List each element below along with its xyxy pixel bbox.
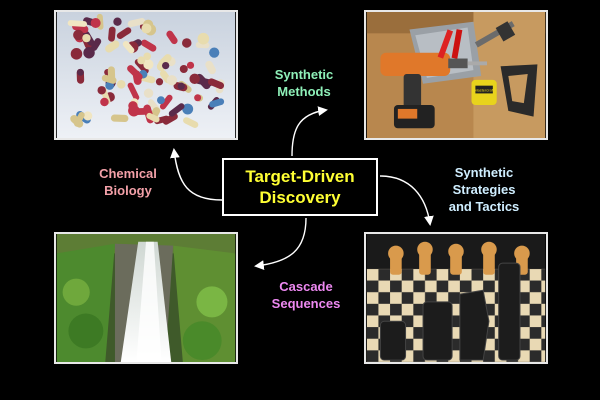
pill (76, 68, 84, 76)
pill (182, 38, 192, 48)
pill (70, 114, 84, 128)
pill (156, 96, 165, 105)
pill (70, 48, 83, 60)
pill (127, 18, 146, 28)
synthetic-methods-line-2: Methods (277, 84, 331, 99)
pill (209, 98, 225, 108)
pill (183, 117, 199, 128)
pill (97, 86, 106, 95)
pill (83, 47, 95, 59)
center-title-line-1: Target-Driven (245, 167, 355, 186)
arrow-to-cascade-sequences (254, 217, 307, 270)
pill (141, 39, 157, 52)
arrow-to-chemical-biology (170, 148, 223, 201)
chess-photo (364, 232, 548, 364)
synthetic-methods-label: Synthetic Methods (262, 66, 346, 100)
pill (194, 94, 202, 102)
pill (90, 38, 102, 51)
pill (168, 103, 185, 117)
synthetic-methods-line-1: Synthetic (274, 67, 334, 82)
tape-measure-label: Mastercraft (474, 87, 494, 92)
pill (159, 94, 173, 110)
center-title-line-2: Discovery (259, 188, 341, 207)
pill (205, 60, 216, 75)
synthetic-strategies-line-2: Strategies (452, 182, 516, 197)
pill (100, 97, 109, 107)
target-driven-discovery-box: Target-Driven Discovery (222, 158, 378, 216)
synthetic-strategies-line-1: Synthetic (454, 165, 514, 180)
arrow-to-synthetic-strategies (379, 175, 434, 226)
pill (101, 74, 117, 84)
pill (116, 80, 126, 89)
pill (113, 17, 122, 26)
cascade-sequences-line-1: Cascade (279, 279, 333, 294)
pill (155, 78, 164, 86)
pill (110, 114, 129, 123)
pill (143, 52, 152, 61)
pill (127, 82, 140, 101)
pill (90, 18, 101, 28)
pill (207, 78, 225, 89)
pill (177, 82, 185, 90)
pill (162, 113, 178, 125)
cascade-sequences-label: Cascade Sequences (258, 278, 354, 312)
synthetic-strategies-line-3: and Tactics (448, 199, 520, 214)
pills-photo (54, 10, 238, 140)
waterfall-photo (54, 232, 238, 364)
cascade-sequences-line-2: Sequences (271, 296, 341, 311)
pill (166, 75, 178, 86)
pill (186, 61, 195, 69)
pill (209, 47, 220, 58)
pill (166, 30, 178, 45)
synthetic-strategies-label: Synthetic Strategies and Tactics (436, 164, 532, 215)
pill (137, 56, 146, 65)
pill (83, 111, 93, 121)
arrow-to-synthetic-methods (291, 106, 328, 157)
center-title: Target-Driven Discovery (245, 166, 354, 208)
pill (116, 27, 132, 39)
pill (182, 103, 194, 115)
pill (143, 59, 154, 70)
pill (141, 23, 152, 34)
pill (143, 88, 154, 98)
pill (128, 104, 140, 117)
pill (73, 29, 84, 41)
tools-photo: Mastercraft (364, 10, 548, 140)
pill (197, 32, 210, 45)
pill (162, 61, 170, 70)
pill (105, 40, 120, 53)
pill (179, 64, 188, 74)
pill (122, 40, 135, 54)
pill (82, 33, 91, 43)
pill (158, 54, 172, 68)
pill (146, 112, 160, 123)
chemical-biology-label: Chemical Biology (86, 165, 170, 199)
pill (189, 73, 200, 85)
pill (108, 26, 116, 42)
chemical-biology-line-2: Biology (104, 183, 152, 198)
pill (127, 65, 143, 81)
pill (67, 20, 88, 27)
chemical-biology-line-1: Chemical (99, 166, 157, 181)
